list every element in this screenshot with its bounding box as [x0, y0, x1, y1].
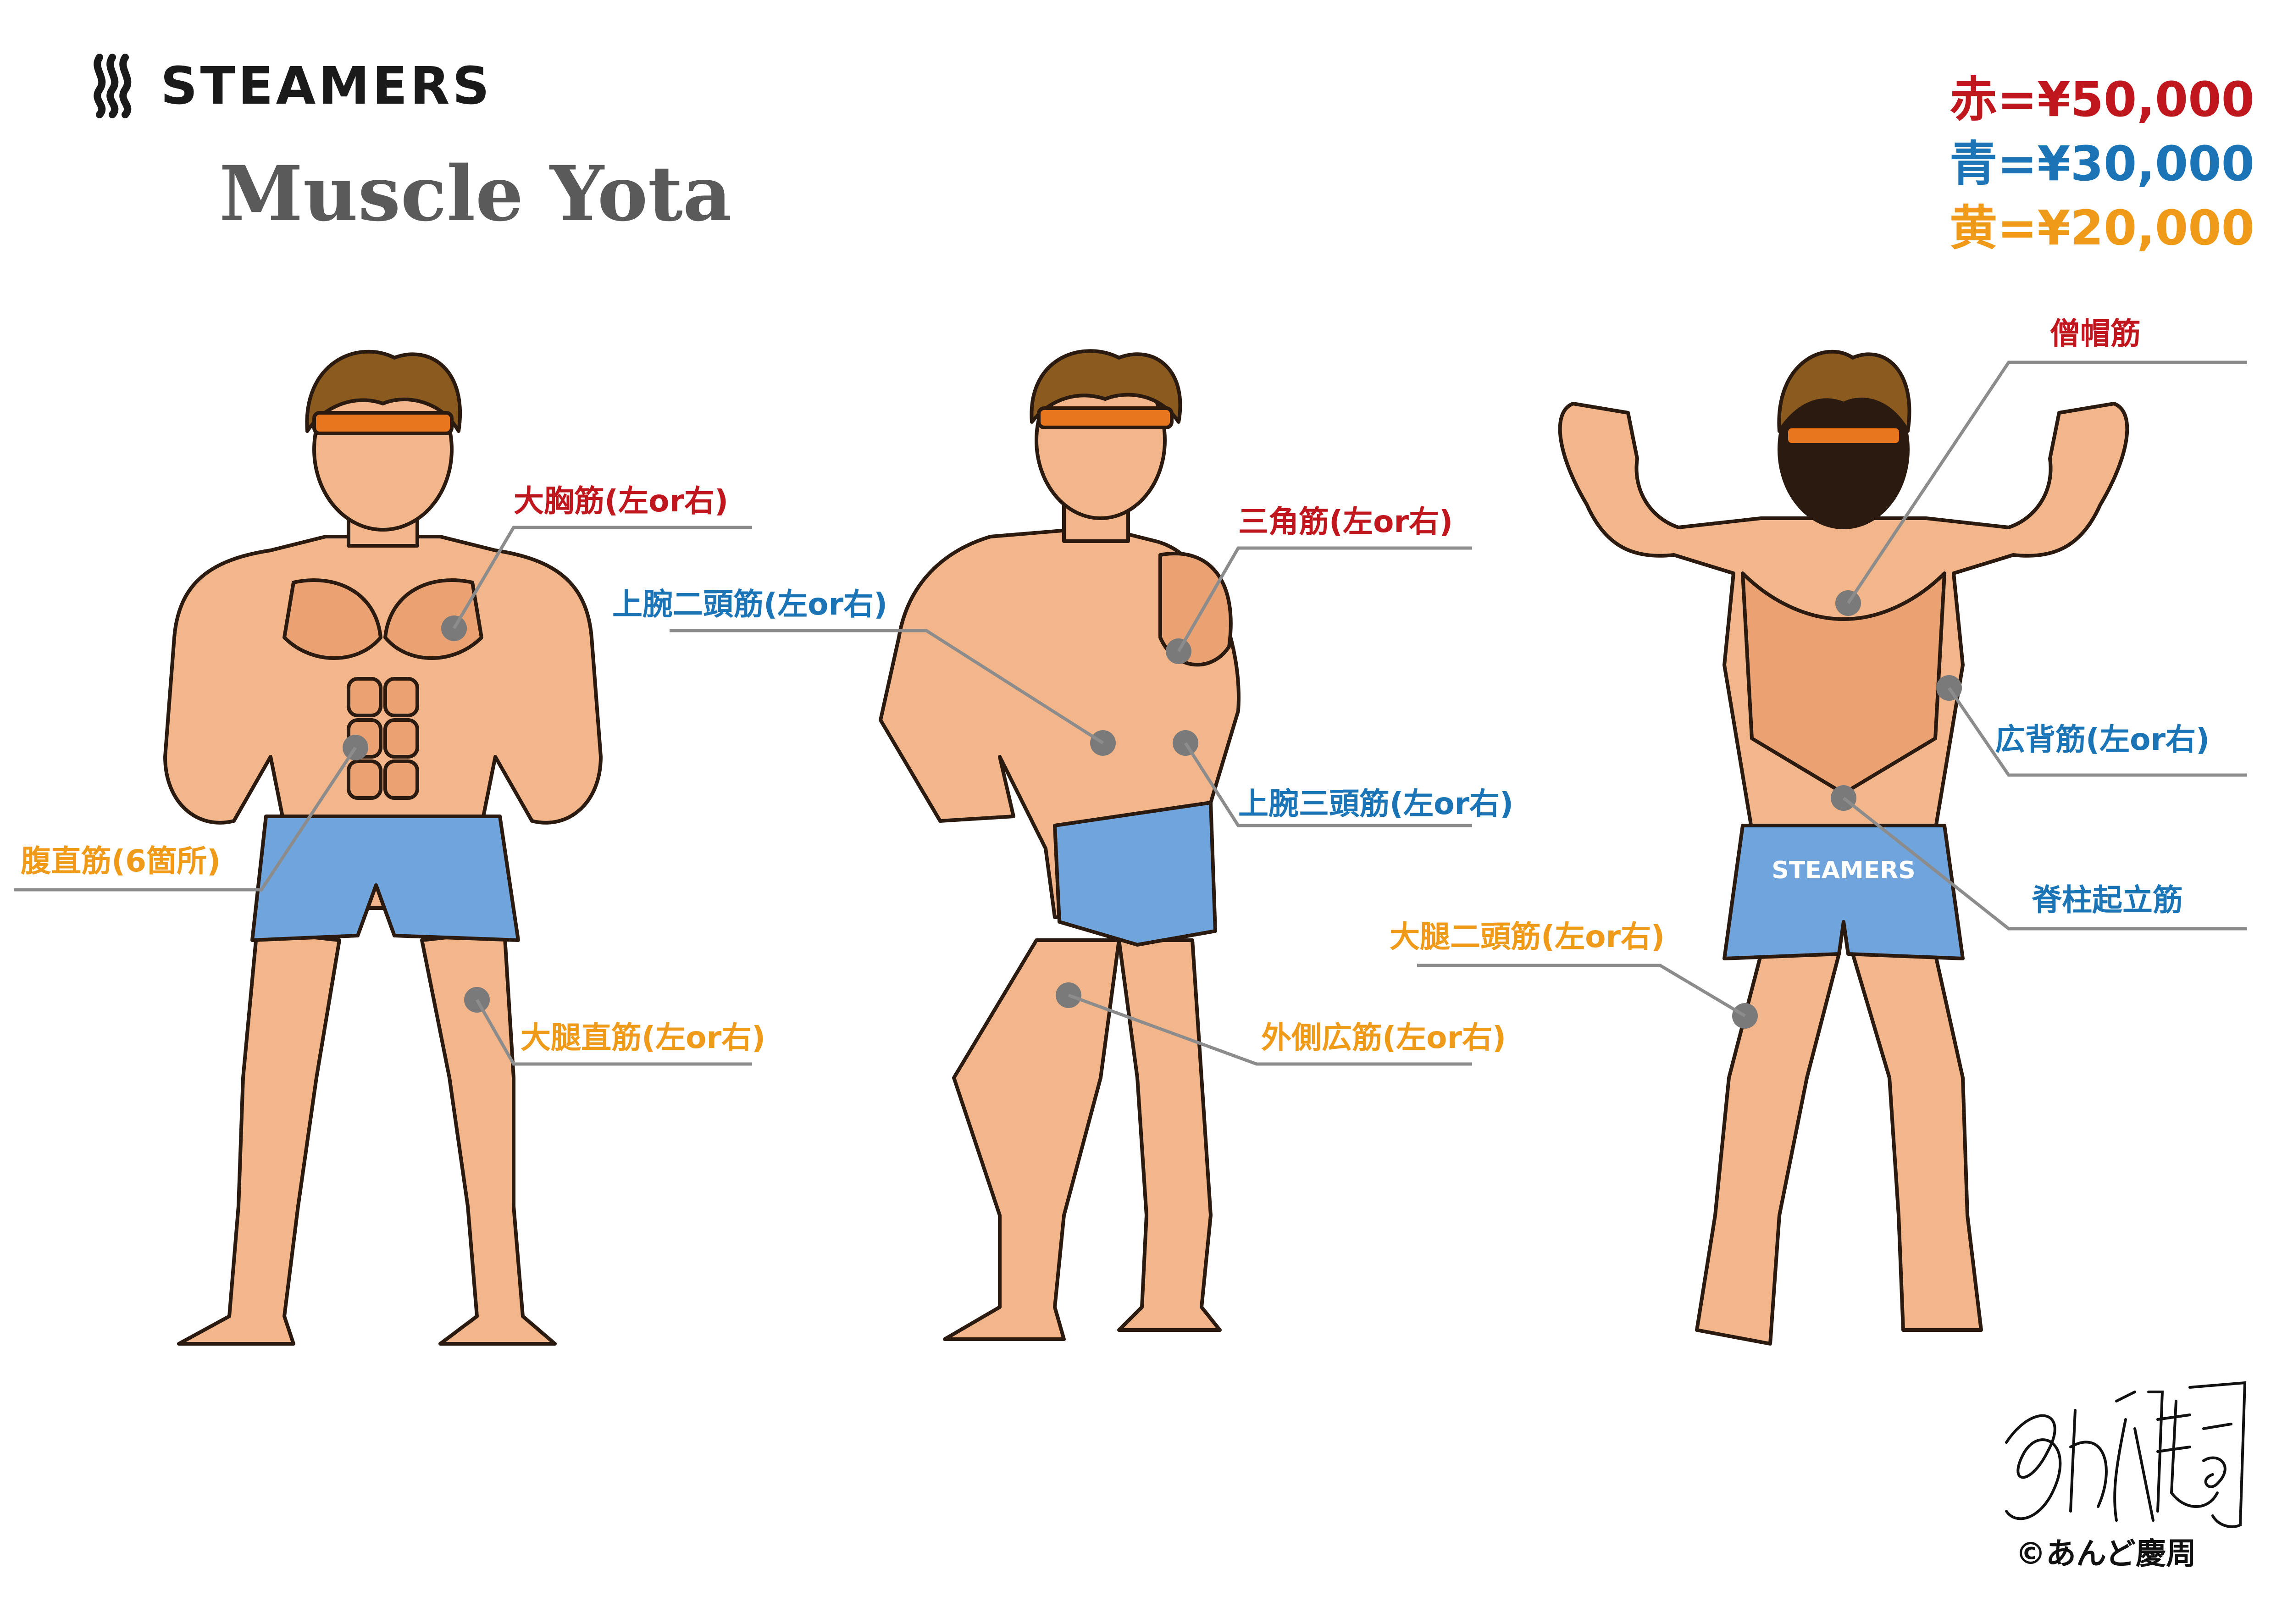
- label-hamstrings: 大腿二頭筋(左or右): [1390, 919, 1665, 954]
- shorts-logo: STEAMERS: [1772, 857, 1915, 884]
- brand: STEAMERS: [89, 53, 492, 119]
- label-latissimus: 広背筋(左or右): [1995, 722, 2210, 757]
- label-triceps: 上腕三頭筋(左or右): [1238, 786, 1514, 821]
- label-trapezius: 僧帽筋: [2050, 316, 2141, 351]
- label-biceps: 上腕二頭筋(左or右): [612, 587, 888, 622]
- label-vastus-lateralis: 外側広筋(左or右): [1261, 1020, 1507, 1055]
- figure-side: [862, 344, 1321, 1353]
- artist-signature: [2005, 1381, 2247, 1528]
- label-deltoid: 三角筋(左or右): [1238, 504, 1453, 539]
- label-rectus-femoris: 大腿直筋(左or右): [521, 1020, 766, 1055]
- copyright: ©あんど慶周: [2016, 1536, 2197, 1571]
- page-title: Muscle Yota: [219, 149, 732, 238]
- figure-back: STEAMERS: [1523, 344, 2165, 1353]
- price-yellow: 黄=¥20,000: [1950, 200, 2254, 256]
- label-erector-spinae: 脊柱起立筋: [2032, 882, 2183, 918]
- label-rectus-abdominis: 腹直筋(6箇所): [21, 843, 221, 879]
- brand-name: STEAMERS: [161, 56, 493, 116]
- steam-icon: [94, 54, 132, 118]
- price-blue: 青=¥30,000: [1950, 136, 2254, 192]
- label-pectoralis: 大胸筋(左or右): [514, 483, 729, 519]
- price-red: 赤=¥50,000: [1950, 72, 2254, 127]
